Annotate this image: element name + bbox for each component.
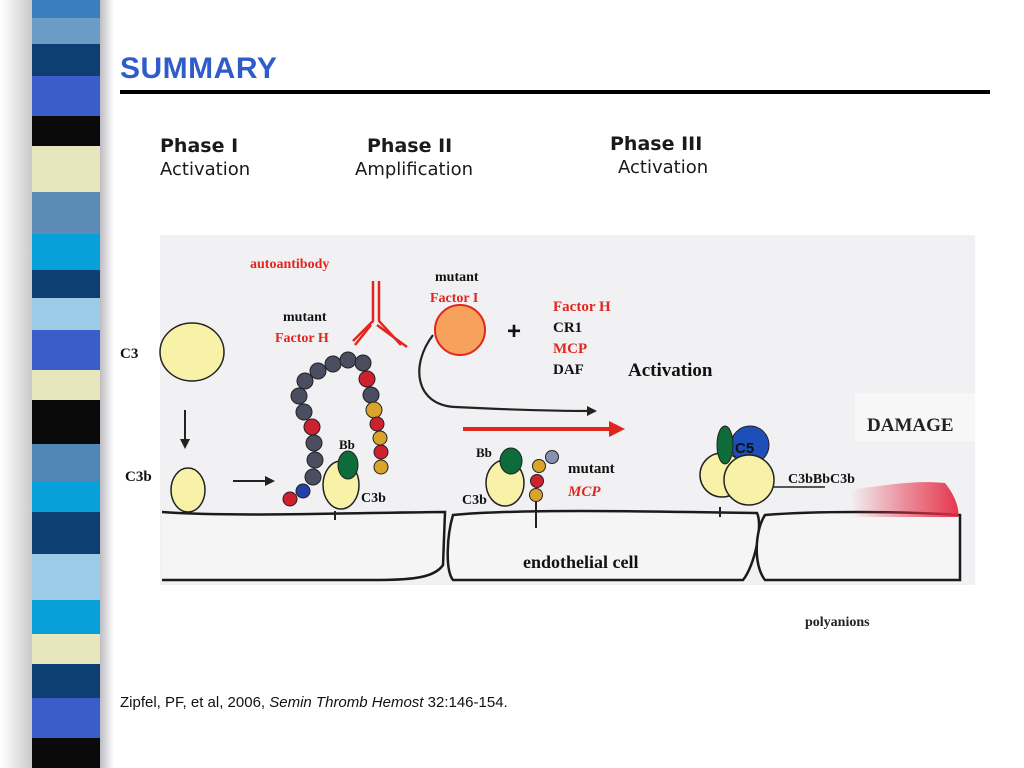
citation-journal: Semin Thromb Hemost [269,694,424,711]
bb-label-2: Bb [476,445,492,460]
phase-3-subtitle: Activation [618,157,709,178]
phase-3-header: Phase III Activation [610,133,708,178]
title-underline [120,90,990,94]
regulator-mcp: MCP [553,341,587,357]
convertase-1-bb [337,450,359,480]
citation-reference: 32:146-154. [423,694,508,711]
damage-label: DAMAGE [867,415,954,436]
activation-curved-arrow [418,334,597,416]
c3b-left-molecule [170,467,206,513]
regulator-cr1: CR1 [553,320,582,336]
phase-1-title: Phase I [160,135,239,157]
slide-title: SUMMARY [120,52,278,85]
mutant-fi-factor-i-label: Factor I [430,291,478,306]
c5-label: C5 [735,440,754,457]
damage-region [850,482,959,517]
c3bbbc3b-label: C3bBbC3b [788,472,855,487]
slide-left-edge [0,0,32,768]
regulator-daf: DAF [553,362,584,378]
autoantibody-label: autoantibody [250,257,329,272]
autoantibody-icon [352,281,408,349]
activation-label: Activation [628,360,713,381]
c3-label: C3 [120,346,138,362]
endothelial-cell-label: endothelial cell [523,552,639,572]
citation: Zipfel, PF, et al, 2006, Semin Thromb He… [120,694,508,711]
c5-convertase-bb [716,425,734,465]
phase-3-title: Phase III [610,133,703,155]
phase-2-header: Phase II Amplification [355,135,473,180]
factor-i-molecule [434,304,486,356]
endothelial-cell-layer [161,509,962,582]
polyanions-label: polyanions [805,615,870,630]
red-arrow-head [609,421,625,437]
regulator-factor-h: Factor H [553,299,611,315]
decorative-stripe-bar [32,0,100,768]
citation-authors: Zipfel, PF, et al, 2006, [120,694,270,711]
mutant-mcp-mutant-label: mutant [568,461,615,477]
c3b-left-label: C3b [125,469,152,485]
mcp-bead-chain [529,450,559,502]
stripe-bar-shadow [100,0,114,768]
plus-sign: + [507,318,521,345]
complement-activation-figure: Phase I Activation Phase II Amplificatio… [115,125,990,645]
diagram-canvas: endothelial cell polyanions DAMAGE C3 C3… [120,235,975,630]
mutant-mcp-mcp-label: MCP [567,484,601,500]
phase-1-header: Phase I Activation [160,135,250,180]
c3b-label-1: C3b [361,491,386,506]
c3-molecule [159,322,225,382]
phase-1-subtitle: Activation [160,159,251,180]
phase-2-subtitle: Amplification [355,159,474,180]
damage-label-box [855,393,975,441]
factor-h-bead-chain [282,351,389,507]
c3b-convertase-right [723,454,775,506]
mutant-fh-factor-h-label: Factor H [275,331,329,346]
bb-label-1: Bb [339,437,355,452]
c3b-label-2: C3b [462,493,487,508]
phase-2-title: Phase II [367,135,453,157]
mutant-fi-mutant-label: mutant [435,270,479,285]
convertase-2-bb [499,447,523,475]
mutant-fh-mutant-label: mutant [283,310,327,325]
